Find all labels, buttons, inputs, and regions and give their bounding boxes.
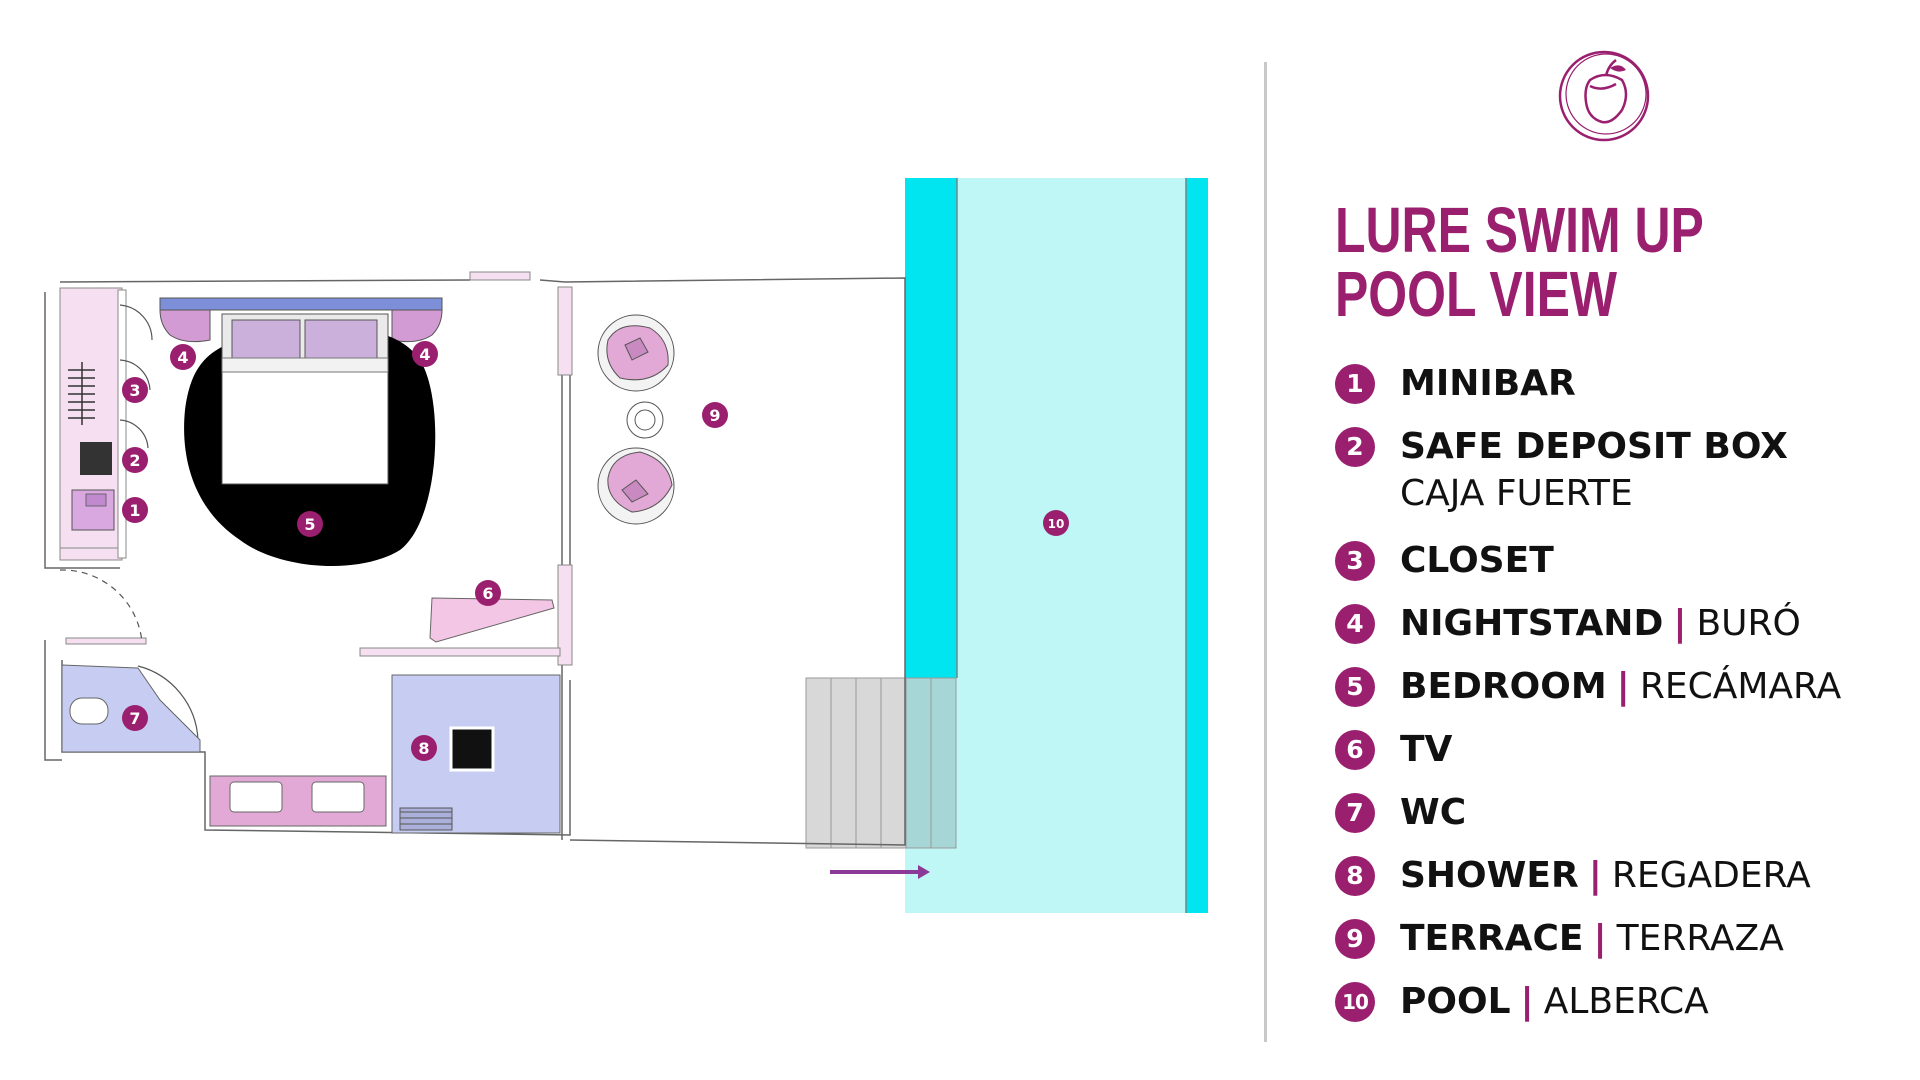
svg-text:8: 8 [418,739,429,758]
svg-text:4: 4 [177,348,188,367]
pool-edge-right [1186,178,1208,913]
legend-label: POOL [1400,981,1511,1022]
legend-item: 8 SHOWER|REGADERA [1335,854,1841,917]
number-badge: 7 [1335,793,1375,833]
pool-edge-left [905,178,957,678]
number-badge: 9 [1335,919,1375,959]
safe-box [80,442,112,475]
arrow-right-icon [830,865,930,879]
legend-item: 9 TERRACE|TERRAZA [1335,917,1841,980]
map-marker: 6 [475,580,501,606]
legend-label: BEDROOM [1400,666,1607,707]
number-badge: 5 [1335,667,1375,707]
separator: | [1593,918,1607,959]
separator: | [1616,666,1630,707]
svg-text:6: 6 [482,584,493,603]
legend-translation: RECÁMARA [1639,666,1842,707]
legend-item: 6 TV [1335,728,1841,791]
legend-label: TV [1400,729,1453,770]
legend-item: 1 MINIBAR [1335,362,1841,425]
divider [1264,62,1267,1042]
map-marker: 3 [122,377,148,403]
svg-text:2: 2 [129,451,140,470]
terrace-furniture [597,314,675,525]
svg-text:7: 7 [129,709,140,728]
legend: 1 MINIBAR 2 SAFE DEPOSIT BOX CAJA FUERTE… [1335,362,1841,1043]
legend-label: CLOSET [1400,540,1554,581]
legend-item: 4 NIGHTSTAND|BURÓ [1335,602,1841,665]
svg-text:5: 5 [304,515,315,534]
svg-text:3: 3 [129,381,140,400]
map-marker: 8 [411,735,437,761]
map-marker: 10 [1043,510,1069,536]
title-line-1: LURE SWIM UP [1335,194,1704,266]
separator: | [1520,981,1534,1022]
legend-item: 7 WC [1335,791,1841,854]
legend-item: 5 BEDROOM|RECÁMARA [1335,665,1841,728]
legend-translation: CAJA FUERTE [1400,473,1633,514]
number-badge: 6 [1335,730,1375,770]
map-marker: 9 [702,402,728,428]
map-marker: 2 [122,447,148,473]
legend-item: 2 SAFE DEPOSIT BOX CAJA FUERTE [1335,425,1841,539]
number-badge: 1 [1335,364,1375,404]
legend-translation: TERRAZA [1616,918,1784,959]
svg-text:9: 9 [709,406,720,425]
legend-label: SHOWER [1400,855,1579,896]
tv [429,597,555,643]
nightstand-right [391,309,443,343]
legend-label: MINIBAR [1400,363,1576,404]
terrace-outline [564,277,906,846]
map-marker: 1 [122,497,148,523]
legend-item: 10 POOL|ALBERCA [1335,980,1841,1043]
legend-label: WC [1400,792,1467,833]
map-marker: 4 [412,341,438,367]
legend-label: TERRACE [1400,918,1584,959]
separator: | [1588,855,1602,896]
legend-translation: BURÓ [1696,603,1801,644]
shower-drain [449,726,495,772]
number-badge: 2 [1335,427,1375,467]
floor-plan: 1 2 3 4 4 5 6 7 8 9 10 [44,178,1208,913]
number-badge: 8 [1335,856,1375,896]
legend-translation: ALBERCA [1543,981,1709,1022]
number-badge: 10 [1335,982,1375,1022]
separator: | [1673,603,1687,644]
title-line-2: POOL VIEW [1335,258,1617,330]
nightstand-left [159,309,211,343]
svg-text:4: 4 [419,345,430,364]
headboard-panel [159,297,443,311]
map-marker: 5 [297,511,323,537]
apple-logo-icon [1558,50,1650,142]
legend-label: SAFE DEPOSIT BOX [1400,426,1788,467]
map-marker: 7 [122,705,148,731]
legend-translation: REGADERA [1611,855,1811,896]
closet [68,362,95,425]
legend-item: 3 CLOSET [1335,539,1841,602]
map-marker: 4 [170,344,196,370]
number-badge: 4 [1335,604,1375,644]
svg-text:10: 10 [1048,517,1065,531]
number-badge: 3 [1335,541,1375,581]
legend-label: NIGHTSTAND [1400,603,1664,644]
svg-text:1: 1 [129,501,140,520]
pool-steps [805,677,957,849]
toilet [69,697,109,725]
page-title: LURE SWIM UP POOL VIEW [1335,198,1704,326]
bed [221,313,389,485]
